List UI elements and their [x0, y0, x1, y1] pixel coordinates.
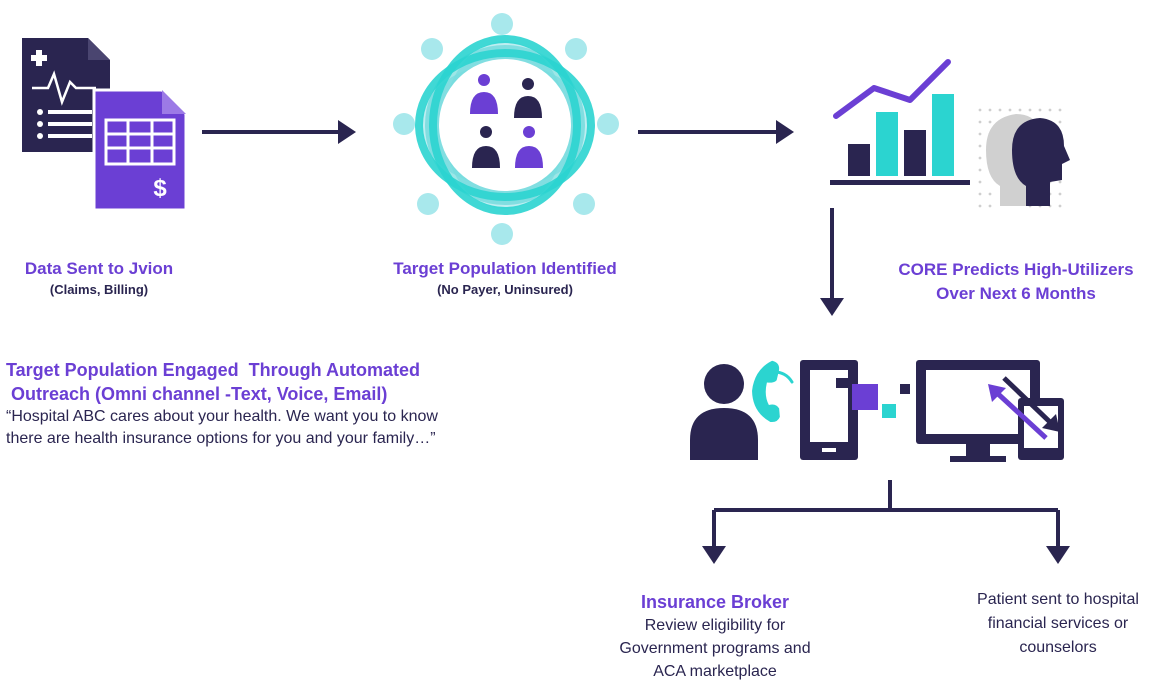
step-target-identified-subtitle: (No Payer, Uninsured) — [437, 282, 573, 297]
arrow-population-to-prediction — [638, 120, 794, 144]
step-core-predicts: CORE Predicts High-Utilizers Over Next 6… — [860, 258, 1172, 306]
step-engaged: Target Population Engaged Through Automa… — [6, 358, 646, 450]
arrow-prediction-to-outreach — [820, 208, 844, 316]
svg-text:$: $ — [153, 175, 167, 202]
step-engaged-quote-line2: there are health insurance options for y… — [6, 430, 436, 447]
tablet-devices-icon — [800, 360, 910, 460]
step-target-identified-title: Target Population Identified — [393, 259, 617, 278]
population-group-icon — [393, 13, 619, 245]
monitor-sync-icon — [916, 360, 1064, 462]
billing-invoice-icon: $ — [92, 88, 188, 212]
step-data-sent-subtitle: (Claims, Billing) — [49, 282, 149, 297]
ai-head-icon — [978, 108, 1070, 208]
step-data-sent-title: Data Sent to Jvion — [24, 259, 174, 278]
step-engaged-quote-line1: “Hospital ABC cares about your health. W… — [6, 408, 438, 425]
step-broker-line1: Review eligibility for — [644, 617, 786, 634]
step-core-predicts-line1: CORE Predicts High-Utilizers — [898, 260, 1134, 279]
step-engaged-title-line2: Outreach (Omni channel -Text, Voice, Ema… — [6, 384, 388, 404]
person-phone-icon — [690, 360, 794, 460]
step-engaged-title-line1: Target Population Engaged Through Automa… — [6, 360, 420, 380]
step-target-identified: Target Population Identified (No Payer, … — [340, 258, 670, 300]
step-broker: Insurance Broker Review eligibility for … — [596, 590, 834, 683]
step-financial: Patient sent to hospital financial servi… — [942, 588, 1174, 660]
step-core-predicts-line2: Over Next 6 Months — [936, 284, 1096, 303]
arrow-outreach-split — [702, 480, 1070, 564]
step-financial-line1: Patient sent to hospital — [977, 591, 1139, 608]
step-data-sent: Data Sent to Jvion (Claims, Billing) — [4, 258, 194, 300]
step-broker-line2: Government programs and — [619, 640, 811, 657]
step-broker-title: Insurance Broker — [640, 592, 790, 612]
step-broker-line3: ACA marketplace — [653, 663, 777, 680]
growth-bar-chart-icon — [830, 59, 970, 185]
step-financial-line3: counselors — [1019, 639, 1097, 656]
arrow-data-to-population — [202, 120, 356, 144]
step-financial-line2: financial services or — [987, 615, 1129, 632]
claims-document-icon — [22, 38, 110, 152]
